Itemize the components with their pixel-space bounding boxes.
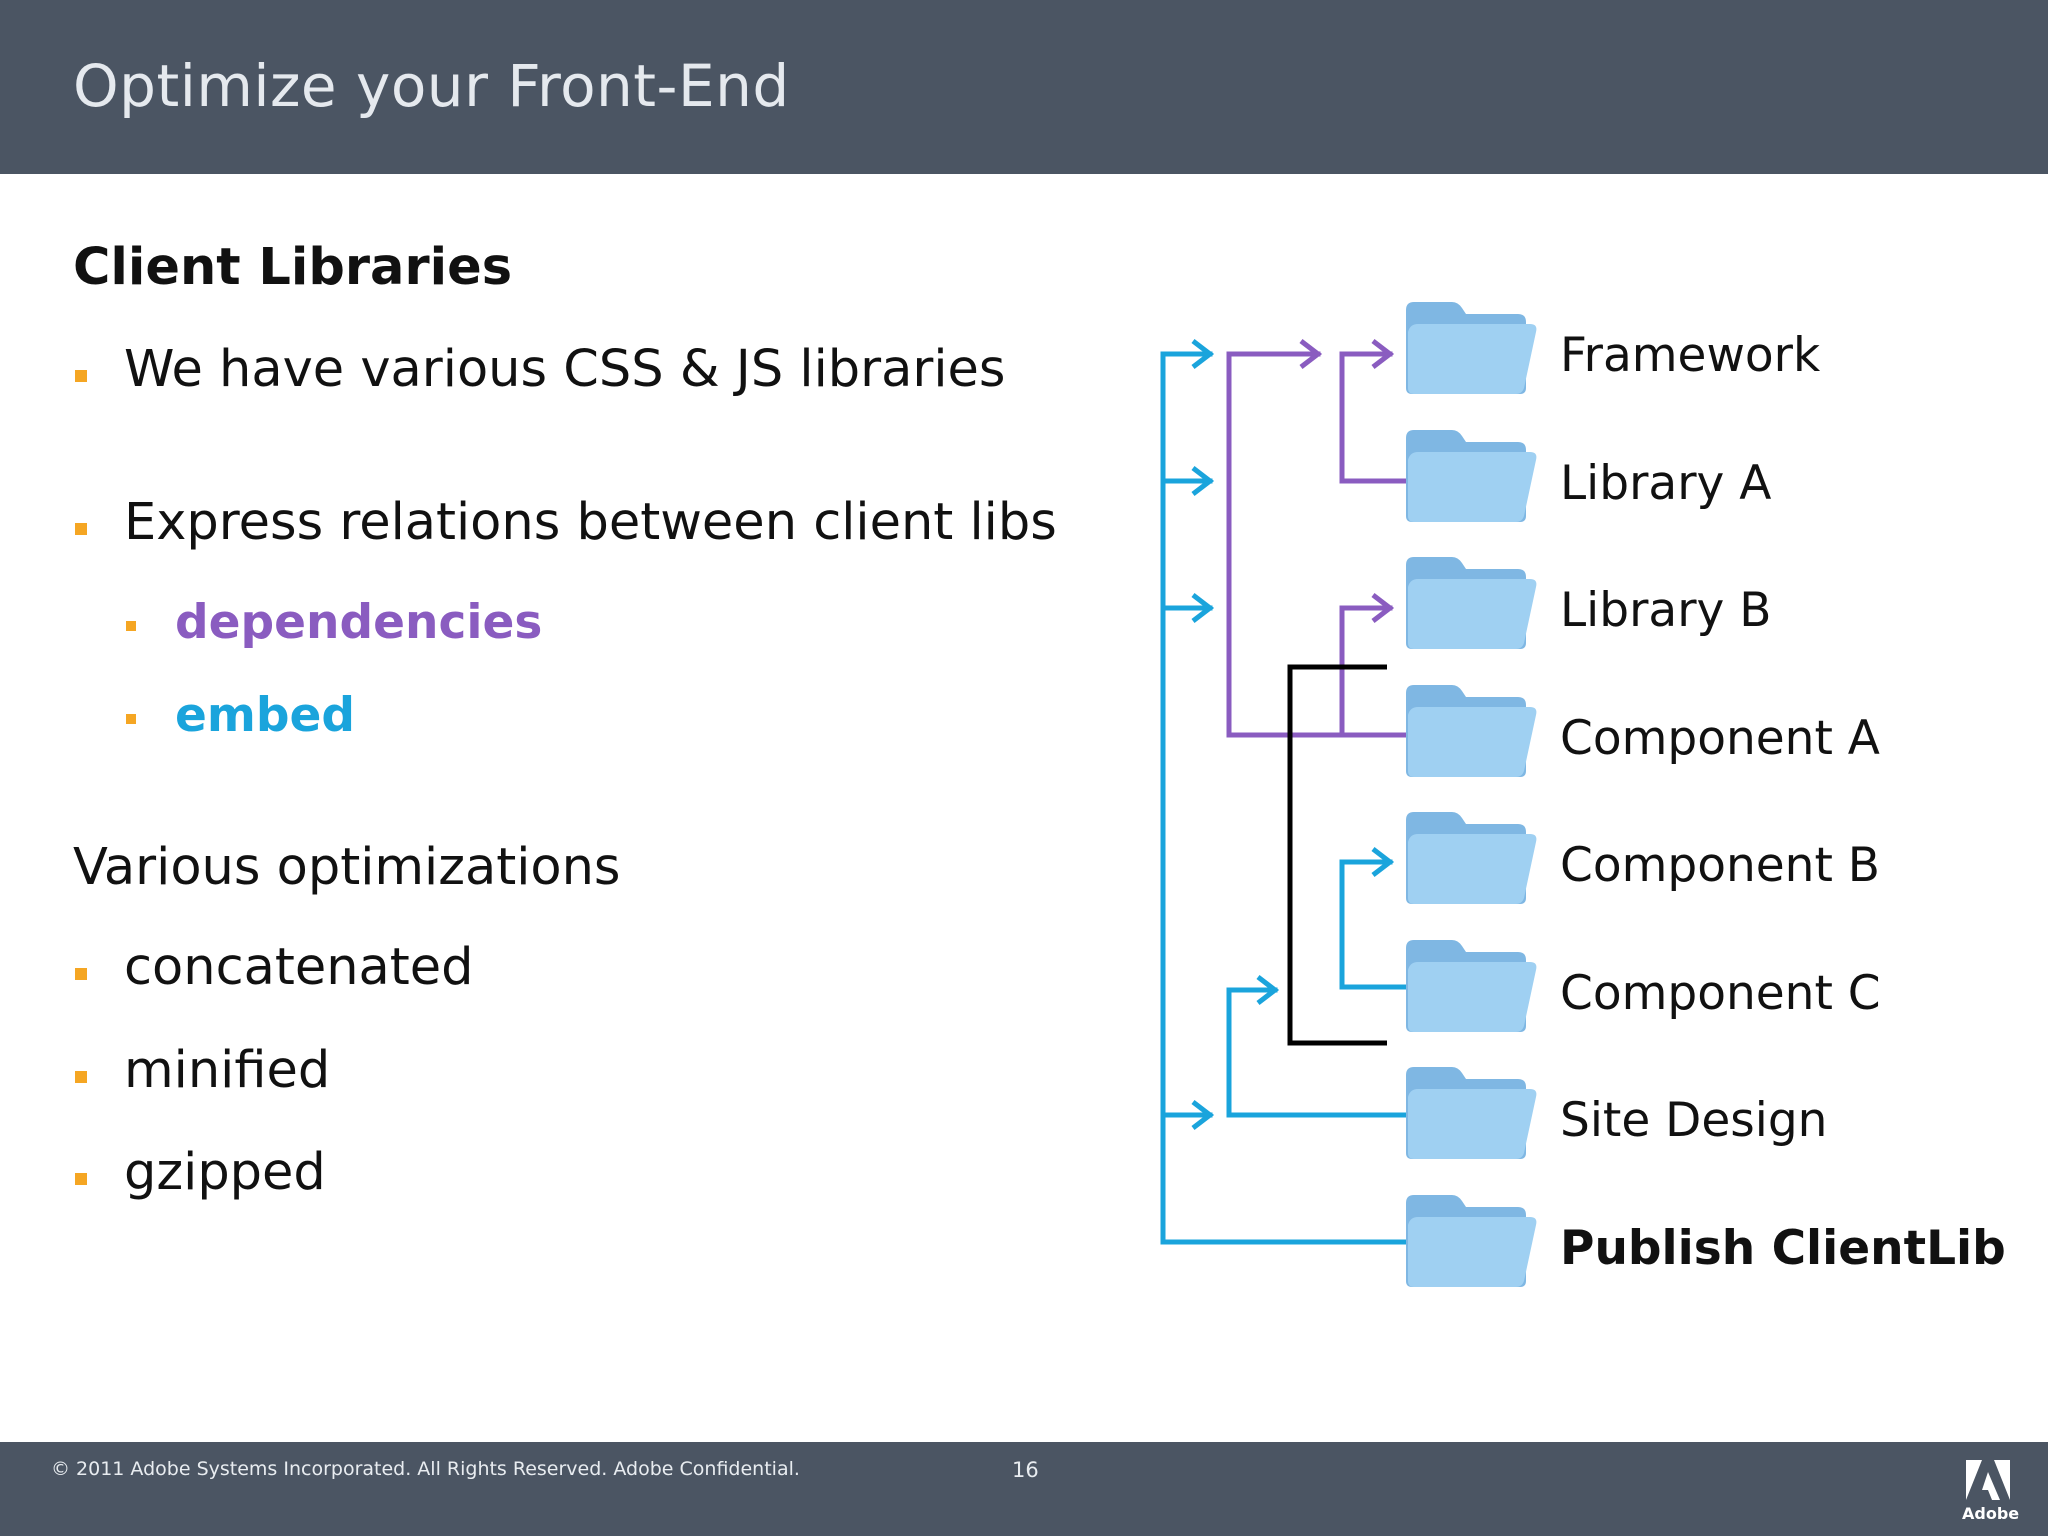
bullet-marker: [75, 968, 87, 980]
title-bar: [0, 0, 2048, 174]
folder-icon: [1406, 1195, 1537, 1287]
folder-label-component-c: Component C: [1560, 966, 1881, 1021]
footer-bar: [0, 1442, 2048, 1536]
dependency-connector-library-a: [1339, 351, 1407, 484]
folder-icon: [1406, 430, 1537, 522]
folder-icon: [1406, 812, 1537, 904]
adobe-logo-text: Adobe: [1962, 1504, 2020, 1523]
section-heading: Client Libraries: [73, 238, 513, 297]
folder-label-framework: Framework: [1560, 328, 1821, 383]
embed-connector-publish: [1160, 351, 1407, 1245]
optimization-item: gzipped: [124, 1143, 326, 1202]
folder-icon: [1406, 557, 1537, 649]
group-bracket: [1287, 664, 1387, 1046]
slide-title: Optimize your Front-End: [73, 52, 790, 120]
folder-label-site-design: Site Design: [1560, 1093, 1828, 1148]
bullet-marker: [75, 1071, 87, 1083]
optimization-item: concatenated: [124, 938, 474, 997]
bullet-marker: [75, 370, 87, 382]
adobe-logo-icon: [1966, 1460, 2010, 1500]
bullet-marker: [75, 1173, 87, 1185]
sub-bullet-marker: [126, 714, 136, 724]
folder-icon: [1406, 685, 1537, 777]
bullet-marker: [75, 523, 87, 535]
folder-label-component-b: Component B: [1560, 838, 1881, 893]
folder-label-library-a: Library A: [1560, 456, 1772, 511]
folder-label-library-b: Library B: [1560, 583, 1772, 638]
footer-copyright: © 2011 Adobe Systems Incorporated. All R…: [51, 1458, 800, 1480]
embed-connector-component-c: [1339, 859, 1407, 990]
folder-icon: [1406, 940, 1537, 1032]
dependency-connector-component-a-library-b: [1339, 605, 1407, 738]
embed-connector-site-design: [1226, 987, 1407, 1118]
relation-dependencies: dependencies: [175, 595, 543, 650]
folder-label-component-a: Component A: [1560, 711, 1880, 766]
relation-embed: embed: [175, 688, 356, 743]
bullet-text: Express relations between client libs: [124, 493, 1057, 552]
sub-bullet-marker: [126, 621, 136, 631]
folder-icon: [1406, 1067, 1537, 1159]
dependency-connector-component-a: [1226, 351, 1407, 738]
page-number: 16: [1012, 1458, 1039, 1482]
optimization-item: minified: [124, 1041, 331, 1100]
folder-label-publish-clientlib: Publish ClientLib: [1560, 1221, 2006, 1276]
bullet-text: We have various CSS & JS libraries: [124, 340, 1006, 399]
folder-icon: [1406, 302, 1537, 394]
optimizations-heading: Various optimizations: [73, 838, 621, 897]
